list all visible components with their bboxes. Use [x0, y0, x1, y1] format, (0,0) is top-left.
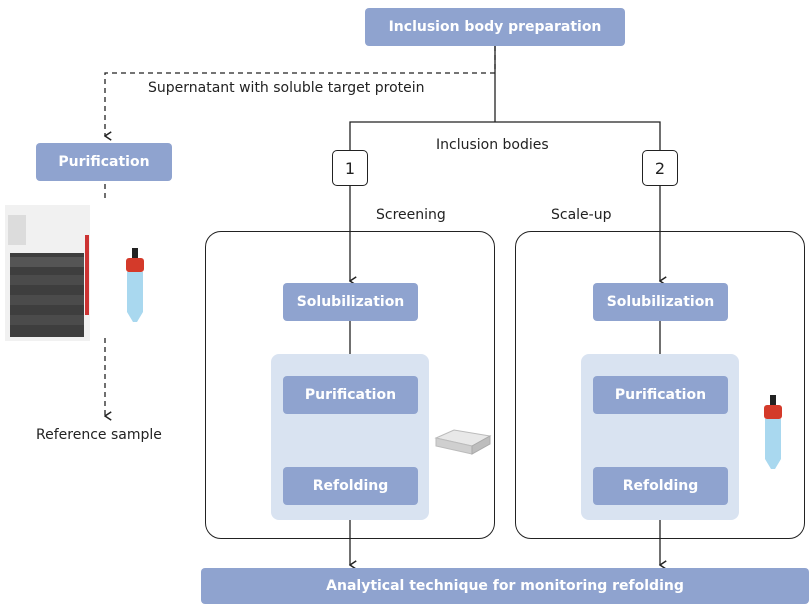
inclusion-bodies-label: Inclusion bodies: [436, 137, 549, 153]
refolding-node-2: Refolding: [593, 467, 728, 505]
purification-node-1: Purification: [283, 376, 418, 414]
purification-left-node: Purification: [36, 143, 172, 181]
screening-group: [205, 231, 495, 539]
analytical-technique-node: Analytical technique for monitoring refo…: [201, 568, 809, 604]
refolding-node-1: Refolding: [283, 467, 418, 505]
purification-node-2: Purification: [593, 376, 728, 414]
step-1-badge: 1: [332, 150, 368, 186]
inclusion-body-preparation-node: Inclusion body preparation: [365, 8, 625, 46]
step-2-badge: 2: [642, 150, 678, 186]
scale-up-label: Scale-up: [551, 207, 612, 223]
split-line: [349, 121, 661, 152]
column-icon-left: [126, 248, 144, 322]
supernatant-label: Supernatant with soluble target protein: [148, 80, 425, 96]
solubilization-node-2: Solubilization: [593, 283, 728, 321]
chromatography-system-image: [5, 205, 90, 341]
reference-sample-label: Reference sample: [36, 427, 162, 443]
screening-label: Screening: [376, 207, 446, 223]
plate-device-image: [434, 429, 492, 455]
scale-up-group: [515, 231, 805, 539]
solubilization-node-1: Solubilization: [283, 283, 418, 321]
column-icon-right: [764, 395, 782, 469]
